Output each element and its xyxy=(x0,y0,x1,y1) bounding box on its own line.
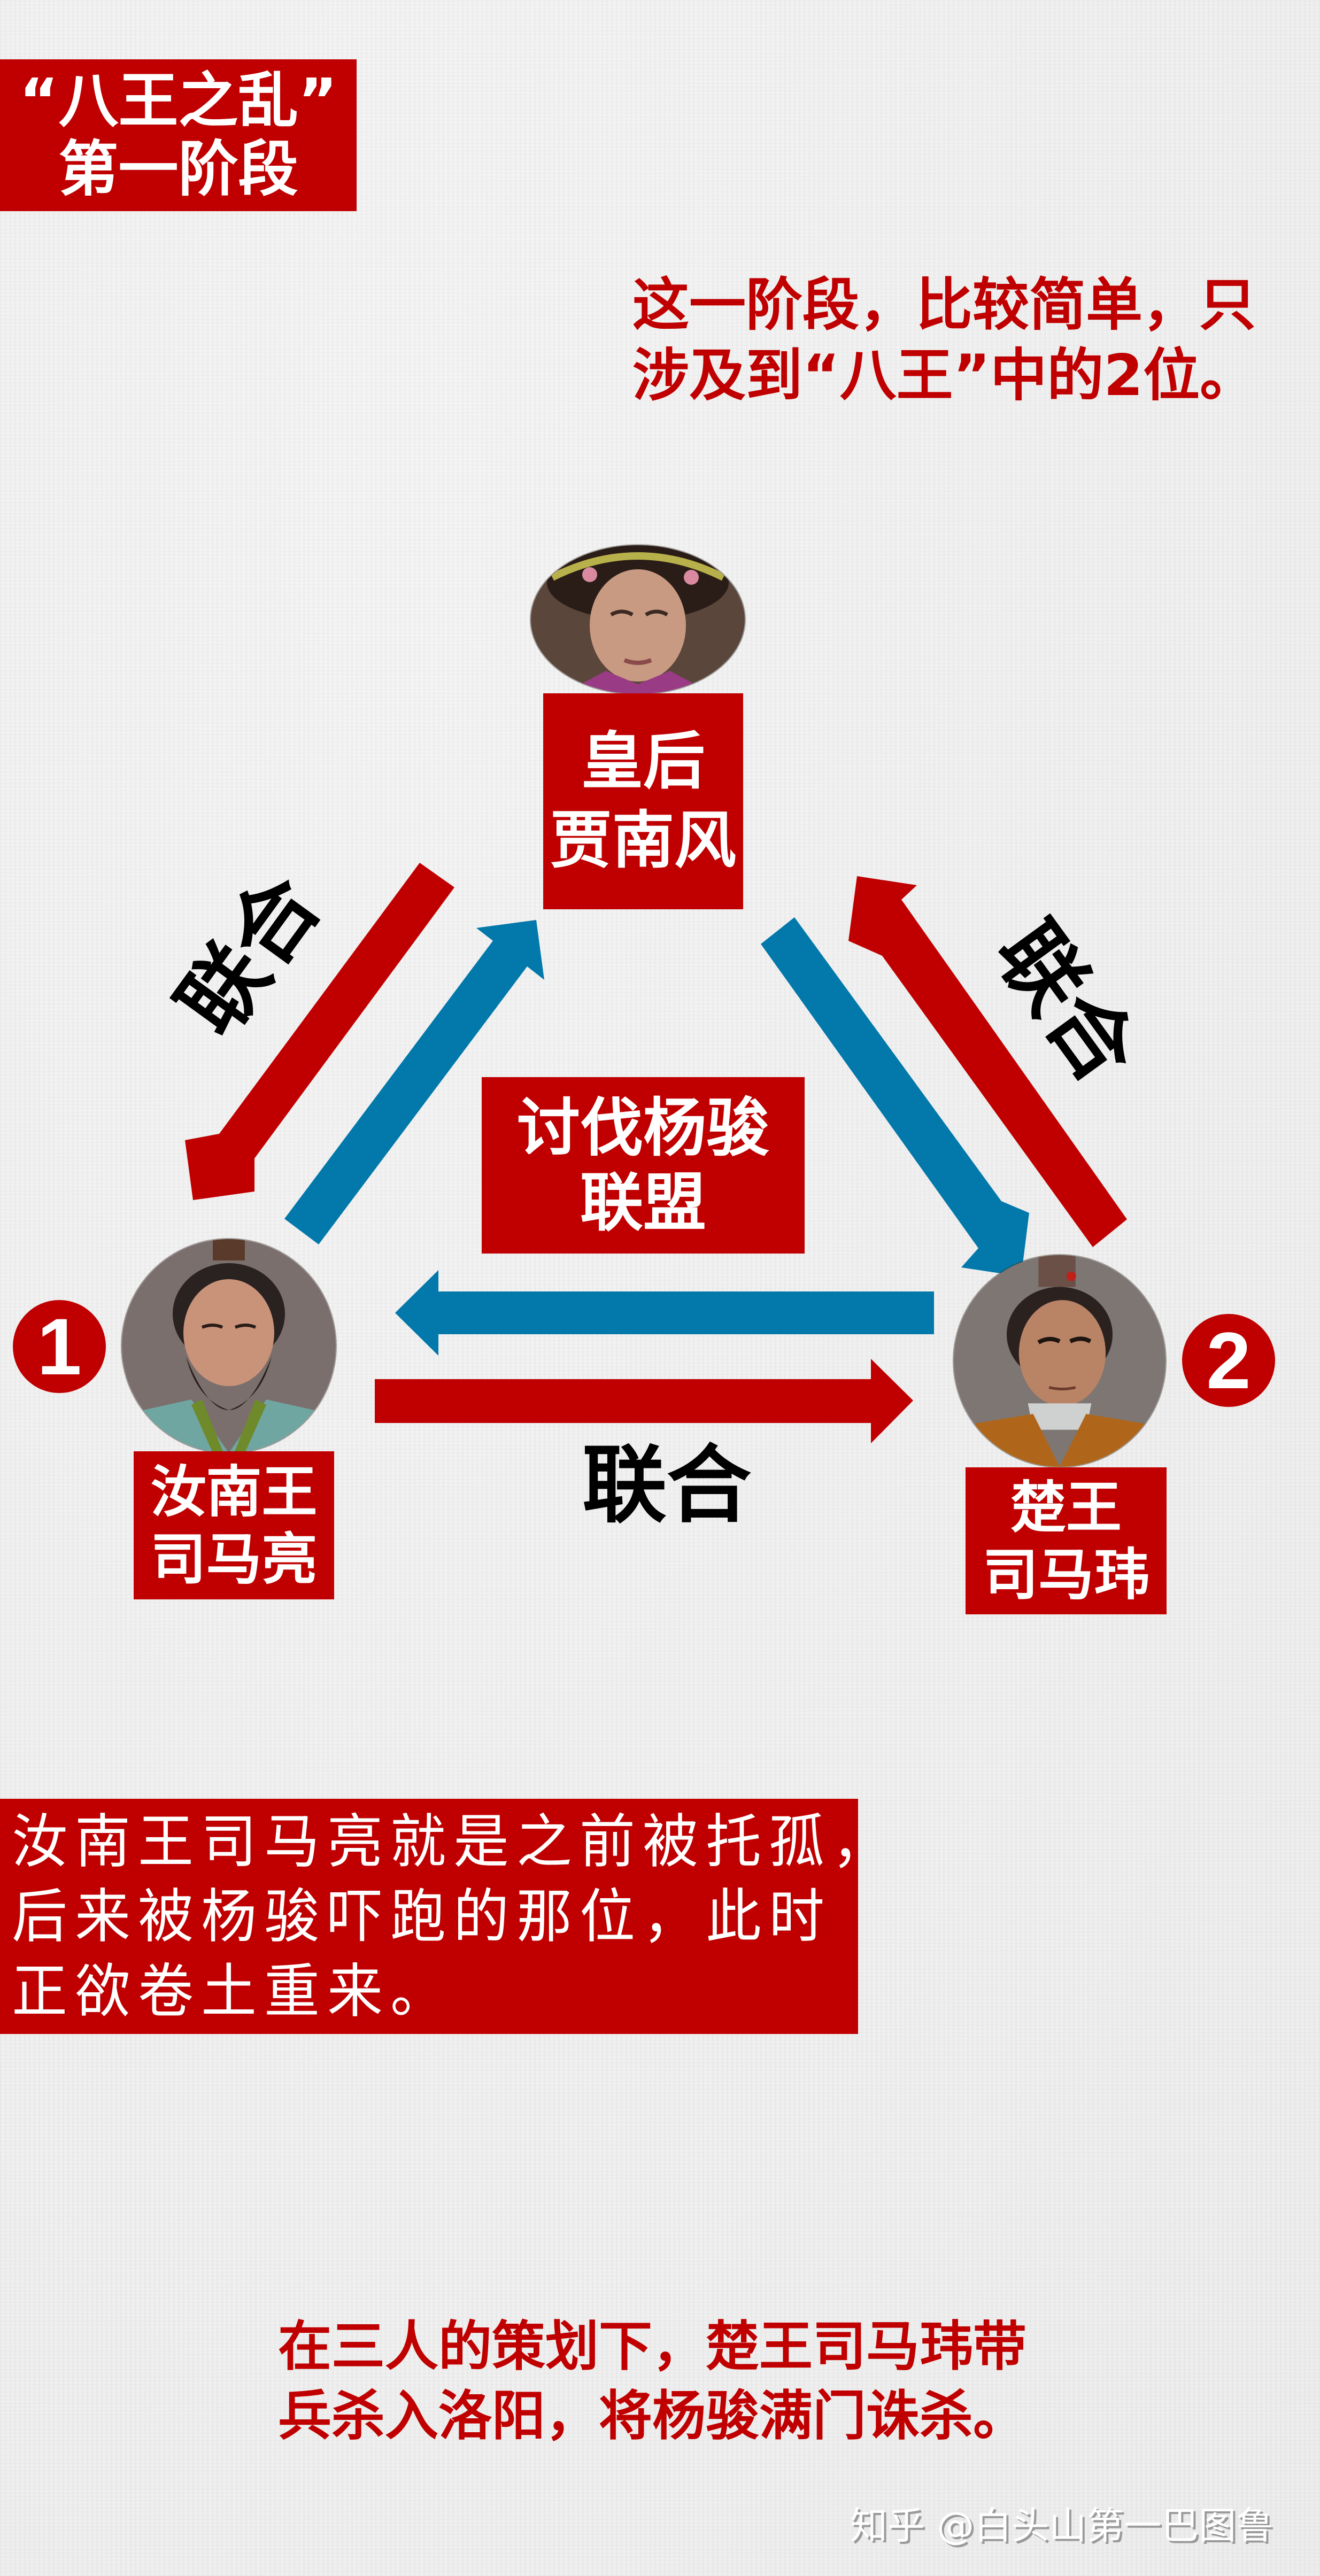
badge-2: 2 xyxy=(1182,1314,1275,1407)
note-line-2: 后来被杨骏吓跑的那位，此时 xyxy=(12,1882,832,1951)
title-line-1: “八王之乱” xyxy=(19,66,338,136)
alliance-box: 讨伐杨骏 联盟 xyxy=(482,1077,805,1254)
relation-label-bottom: 联合 xyxy=(582,1436,751,1535)
arrow-red-king2-to-empress xyxy=(848,876,1127,1247)
arrow-blue-king2-to-king1 xyxy=(395,1270,934,1356)
empress-portrait xyxy=(531,545,745,694)
empress-title: 皇后 xyxy=(581,725,705,798)
alliance-line-1: 讨伐杨骏 xyxy=(516,1091,769,1165)
arrow-red-king1-to-king2 xyxy=(375,1359,913,1443)
intro-text: 这一阶段，比较简单，只 涉及到“八王”中的2位。 xyxy=(632,270,1256,411)
watermark: 知乎 @白头山第一巴图鲁 xyxy=(850,2504,1274,2548)
outro-line-1: 在三人的策划下，楚王司马玮带 xyxy=(278,2315,1026,2378)
arrow-red-empress-to-king1 xyxy=(185,863,454,1200)
king-chu-portrait-icon xyxy=(954,1255,1165,1467)
note-line-1: 汝南王司马亮就是之前被托孤， xyxy=(12,1807,896,1876)
intro-line-2: 涉及到“八王”中的2位。 xyxy=(632,343,1257,408)
empress-portrait-icon xyxy=(531,545,745,694)
king-runan-title: 汝南王 xyxy=(150,1459,318,1525)
alliance-line-2: 联盟 xyxy=(580,1166,706,1240)
empress-name: 贾南风 xyxy=(550,804,736,877)
king-runan-portrait-icon xyxy=(122,1239,336,1453)
king-chu-name: 司马玮 xyxy=(982,1542,1149,1607)
king-chu-name-box: 楚王 司马玮 xyxy=(966,1467,1167,1614)
king-runan-name-box: 汝南王 司马亮 xyxy=(134,1451,334,1599)
outro-line-2: 兵杀入洛阳，将杨骏满门诛杀。 xyxy=(278,2385,1026,2447)
title-line-2: 第一阶段 xyxy=(58,135,298,204)
empress-name-box: 皇后 贾南风 xyxy=(543,693,743,909)
arrow-blue-king1-to-empress xyxy=(284,920,544,1244)
arrow-blue-empress-to-king2 xyxy=(761,917,1029,1277)
title-box: “八王之乱” 第一阶段 xyxy=(0,59,357,211)
king-runan-portrait xyxy=(122,1239,336,1453)
badge-1: 1 xyxy=(13,1300,106,1393)
king-chu-portrait xyxy=(954,1255,1165,1467)
note-line-3: 正欲卷土重来。 xyxy=(12,1956,454,2026)
king-runan-name: 司马亮 xyxy=(150,1526,318,1592)
intro-line-1: 这一阶段，比较简单，只 xyxy=(632,272,1256,338)
king-chu-title: 楚王 xyxy=(1010,1474,1122,1540)
outro-text: 在三人的策划下，楚王司马玮带 兵杀入洛阳，将杨骏满门诛杀。 xyxy=(278,2312,1026,2451)
note-box: 汝南王司马亮就是之前被托孤， 后来被杨骏吓跑的那位，此时 正欲卷土重来。 xyxy=(0,1799,887,2034)
